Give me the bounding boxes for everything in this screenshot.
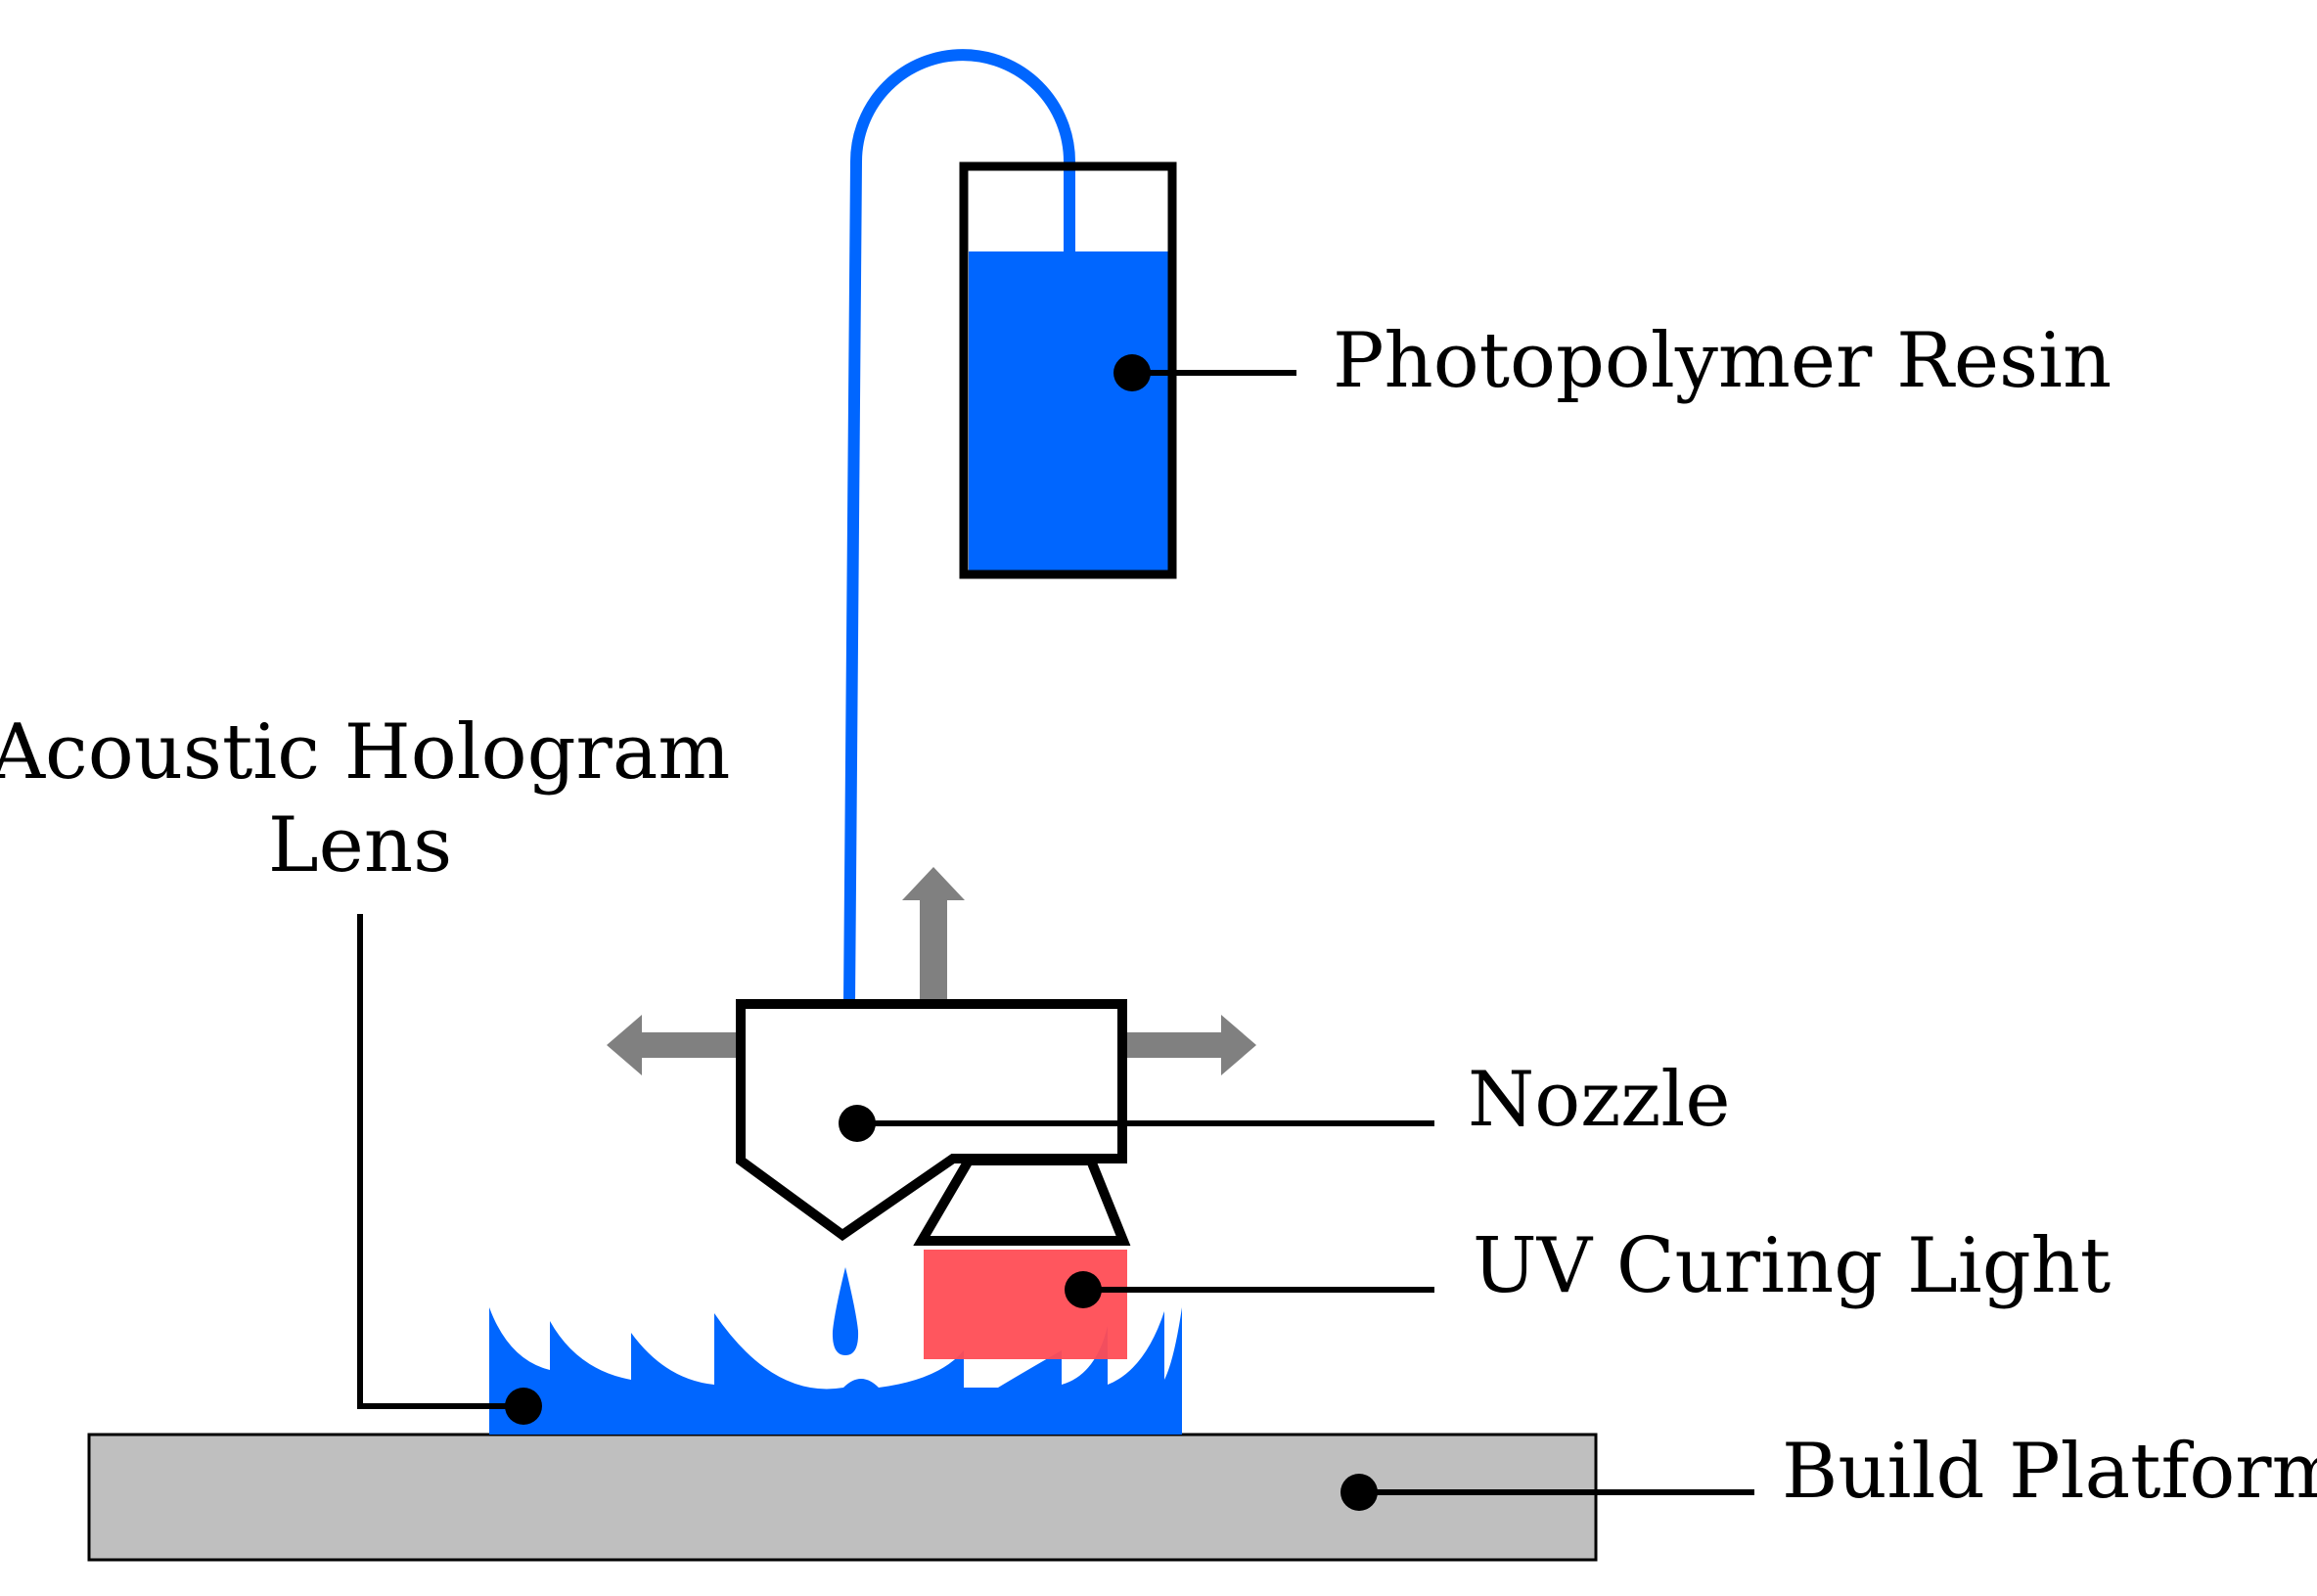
resin-dot [1113, 354, 1151, 391]
label-build-platform: Build Platform [1782, 1428, 2317, 1516]
arrow-right-icon [1123, 1015, 1256, 1075]
nozzle-body [736, 999, 1127, 1242]
resin-level [969, 251, 1170, 570]
uv-dot [1065, 1271, 1102, 1308]
arrow-up-icon [902, 867, 965, 1003]
leader-lines [357, 370, 1754, 1495]
nozzle-tip [913, 1156, 1131, 1246]
nozzle-dot [839, 1105, 876, 1142]
resin-droplet [832, 1267, 859, 1355]
feed-tube [843, 49, 1075, 1004]
label-lens: Lens [268, 801, 452, 889]
acoustic-hologram-lens [489, 1307, 1182, 1435]
movement-arrows [607, 867, 1256, 1075]
label-nozzle: Nozzle [1468, 1056, 1731, 1144]
label-photopolymer-resin: Photopolymer Resin [1333, 317, 2112, 405]
label-uv-curing-light: UV Curing Light [1473, 1222, 2111, 1310]
leader-dots [505, 354, 1378, 1511]
uv-curing-light [924, 1250, 1127, 1359]
platform-dot [1340, 1474, 1378, 1511]
lens-leader-line [357, 914, 523, 1409]
arrow-left-icon [607, 1015, 740, 1075]
label-acoustic-hologram: Acoustic Hologram [0, 708, 730, 797]
lens-dot [505, 1388, 542, 1425]
